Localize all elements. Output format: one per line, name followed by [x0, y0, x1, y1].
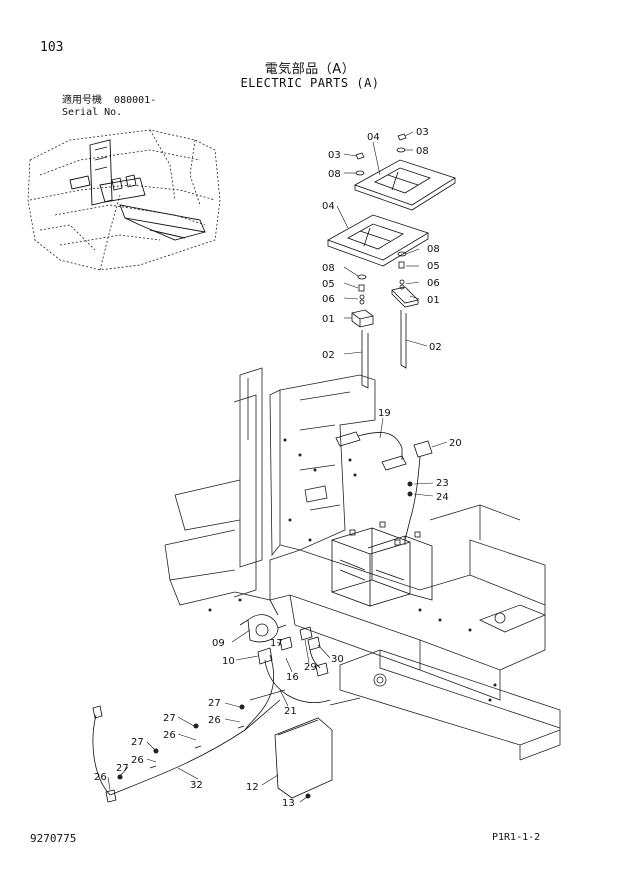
callout-08: 08 [328, 169, 341, 180]
title-english: ELECTRIC PARTS (A) [240, 76, 380, 90]
callout-01: 01 [427, 295, 440, 306]
callout-01: 01 [322, 314, 335, 325]
callouts: 04 03 08 03 08 04 08 05 06 01 08 05 06 0… [94, 127, 462, 809]
callout-03: 03 [328, 150, 341, 161]
drawing-code: 9270775 [30, 832, 77, 845]
page-number: 103 [40, 40, 64, 55]
battery-cable-19 [335, 431, 407, 471]
callout-05: 05 [322, 279, 335, 290]
relay-9 [239, 614, 287, 643]
callout-09: 09 [212, 638, 225, 649]
callout-27: 27 [116, 763, 129, 774]
callout-06: 06 [427, 278, 440, 289]
clips [117, 481, 413, 799]
callout-32: 32 [190, 780, 203, 791]
callout-20: 20 [449, 438, 462, 449]
callout-04: 04 [322, 201, 335, 212]
serial-label-ja: 適用号機 [62, 95, 102, 106]
callout-27: 27 [208, 698, 221, 709]
wire-harness-32 [92, 699, 281, 803]
callout-05: 05 [427, 261, 440, 272]
callout-03: 03 [416, 127, 429, 138]
callout-06: 06 [322, 294, 335, 305]
serial-label-en: Serial No. [62, 107, 123, 118]
callout-27: 27 [131, 737, 144, 748]
callout-26: 26 [94, 772, 107, 783]
callout-26: 26 [163, 730, 176, 741]
battery-clamps [351, 286, 419, 328]
callout-10: 10 [222, 656, 235, 667]
battery-cable-20 [404, 440, 433, 541]
callout-23: 23 [436, 478, 449, 489]
callout-08: 08 [427, 244, 440, 255]
callout-29: 29 [304, 662, 317, 673]
machine-frame [164, 367, 561, 761]
machine-overview-inset [27, 129, 221, 271]
batteries [331, 521, 433, 607]
callout-21: 21 [284, 706, 297, 717]
callout-12: 12 [246, 782, 259, 793]
callout-16: 16 [286, 672, 299, 683]
callout-19: 19 [378, 408, 391, 419]
page-reference: P1R1-1-2 [492, 832, 541, 843]
callout-04: 04 [367, 132, 380, 143]
inset-highlight-parts [69, 139, 206, 241]
harness-21 [244, 654, 331, 731]
callout-24: 24 [436, 492, 449, 503]
frame-dots [208, 438, 497, 702]
callout-26: 26 [131, 755, 144, 766]
callout-17: 17 [270, 638, 283, 649]
callout-02: 02 [322, 350, 335, 361]
callout-08: 08 [322, 263, 335, 274]
serial-info: 適用号機 080001- Serial No. [62, 95, 156, 119]
callout-13: 13 [282, 798, 295, 809]
leader-lines [107, 131, 448, 803]
callout-08: 08 [416, 146, 429, 157]
serial-value: 080001- [114, 95, 157, 106]
battery-cover-upper [354, 159, 456, 211]
callout-26: 26 [208, 715, 221, 726]
bolts-washers [355, 133, 407, 305]
battery-rods [361, 310, 407, 389]
title-japanese: 電気部品（A） [264, 62, 356, 77]
cover-12 [274, 717, 333, 799]
callout-02: 02 [429, 342, 442, 353]
callout-27: 27 [163, 713, 176, 724]
battery-cover-lower [327, 214, 429, 267]
callout-30: 30 [331, 654, 344, 665]
